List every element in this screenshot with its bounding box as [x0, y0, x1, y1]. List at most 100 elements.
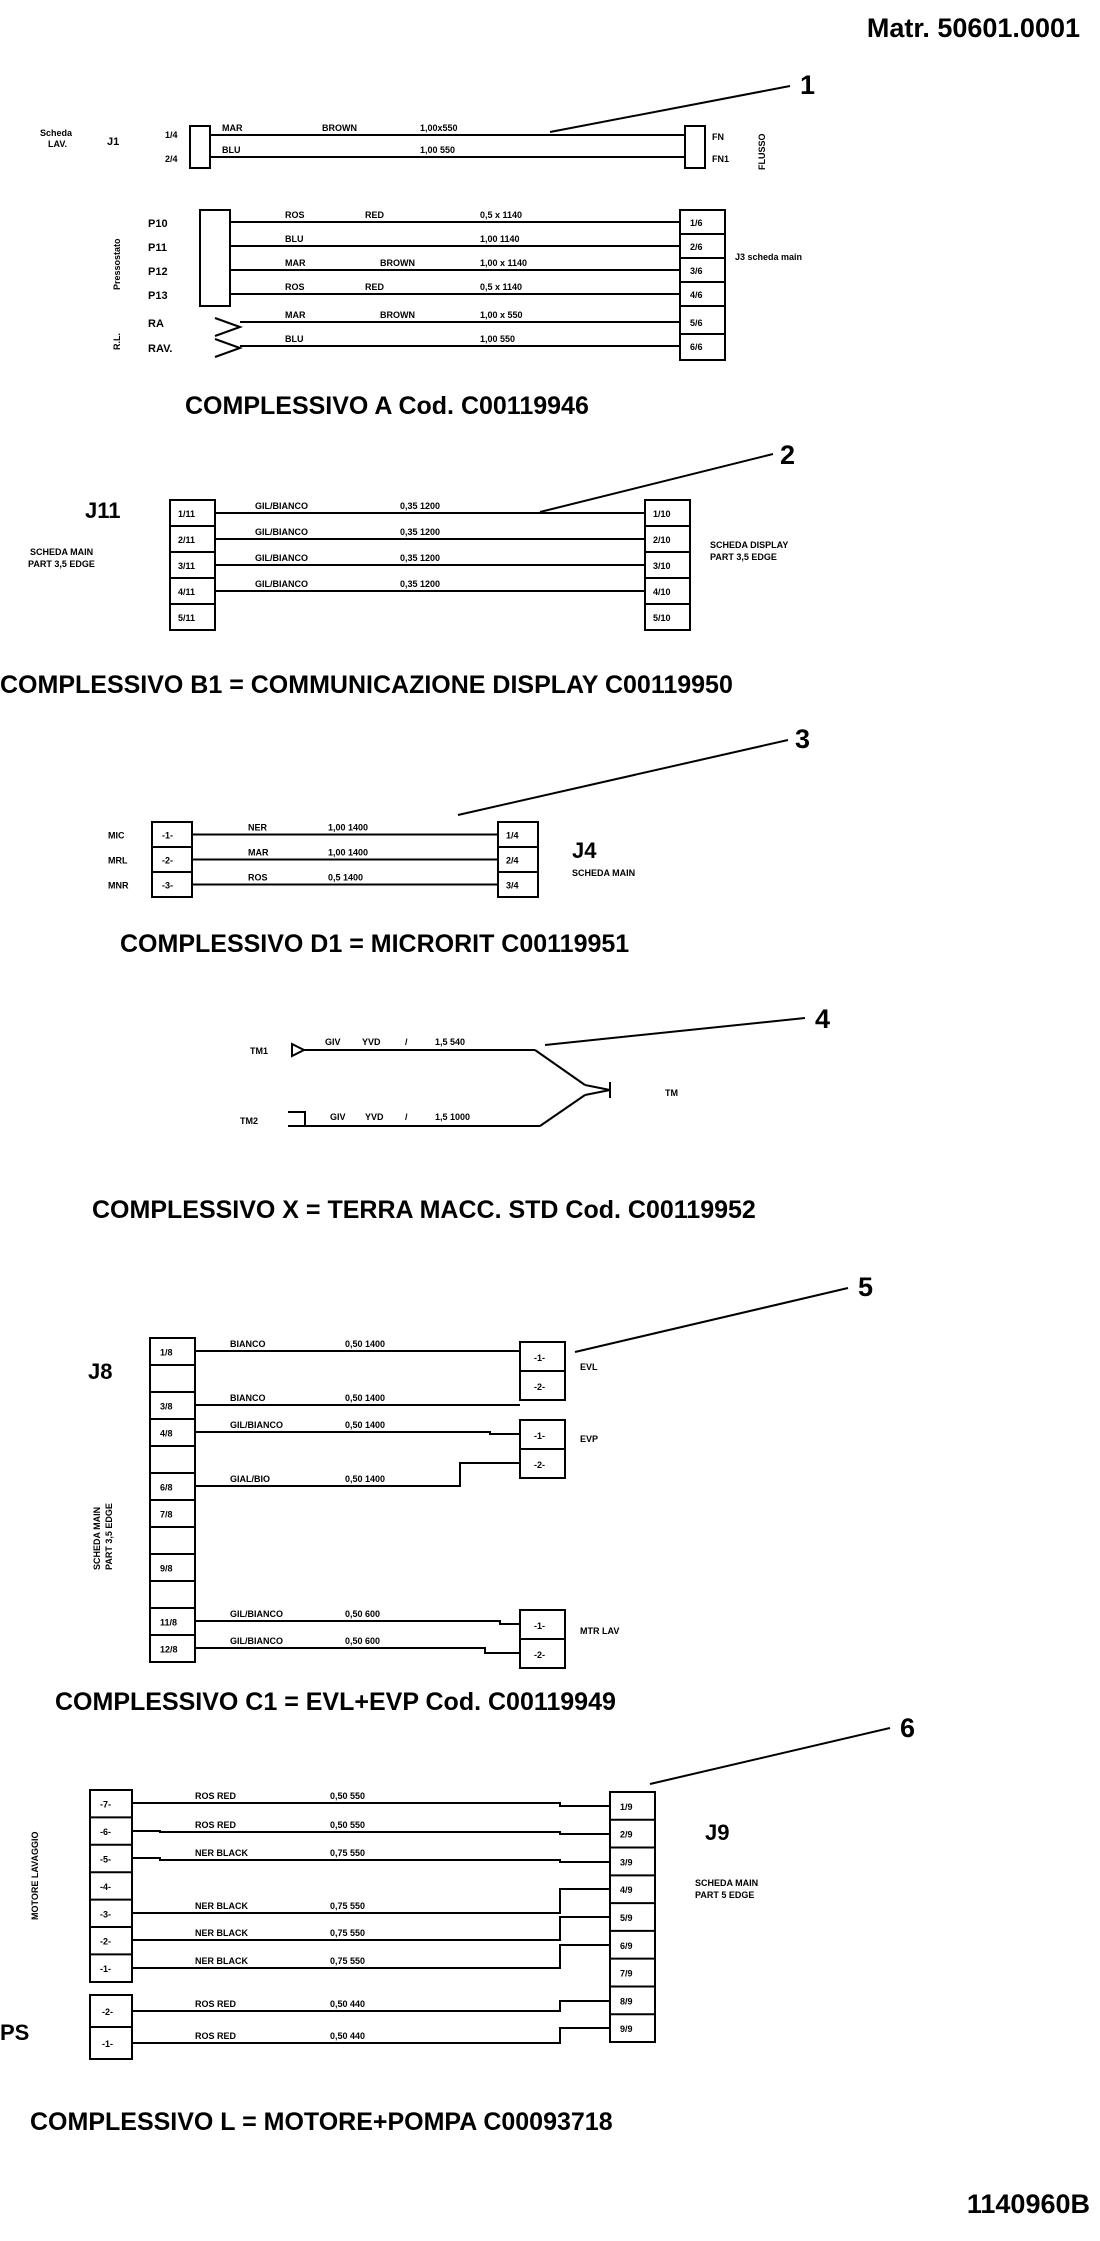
pin-right-4: 4/9 [620, 1885, 633, 1895]
pin-left-4: 4/8 [160, 1429, 173, 1439]
section-x: 4 TM1 GIV YVD / 1,5 540 TM2 GIV YVD / 1,… [92, 1004, 830, 1224]
motor-pin-5: -3- [100, 1909, 111, 1919]
wire-c1-4-color: GIAL/BIO [230, 1474, 270, 1484]
relay-terminal-2 [214, 338, 243, 358]
document-code: 1140960B [967, 2189, 1090, 2219]
pin-left-5: RA [148, 318, 164, 330]
wire-d1-3-color: ROS [248, 873, 268, 883]
wire-c1-5 [195, 1620, 520, 1625]
callout-line-1 [549, 85, 791, 133]
serial-number: Matr. 50601.0001 [867, 13, 1080, 43]
left-label-2: PART 3,5 EDGE [28, 559, 95, 569]
wire-d1-2-color: MAR [248, 848, 269, 858]
wire-a-5-color2: BROWN [380, 258, 415, 268]
wire-a-2-color: BLU [222, 145, 241, 155]
top-pin-left-1: 1/4 [165, 130, 178, 140]
pin-right-5: 5/6 [690, 318, 703, 328]
pin-right-1: 1/10 [653, 509, 671, 519]
callout-line-5 [574, 1287, 849, 1353]
wire-l-3-color: NER BLACK [195, 1848, 248, 1858]
pin-left-2: 2/11 [178, 535, 195, 545]
wire-c1-6-spec: 0,50 600 [345, 1636, 380, 1646]
wire-l-3 [132, 1857, 610, 1863]
pin-left-symbol-3: -3- [162, 881, 173, 891]
wire-b1-4-spec: 0,35 1200 [400, 579, 440, 589]
pin-right-3: 3/4 [506, 881, 519, 891]
wire-l-1-color: ROS RED [195, 1791, 237, 1801]
pin-right-9: 9/9 [620, 2024, 633, 2034]
pin-right-6: 6/9 [620, 1941, 633, 1951]
wire-l-8 [132, 2027, 610, 2044]
callout-line-6 [649, 1727, 891, 1785]
wire-l-4-color: NER BLACK [195, 1901, 248, 1911]
pin-right-1: 1/6 [690, 218, 703, 228]
wire-c1-2-spec: 0,50 1400 [345, 1393, 385, 1403]
wire-a-3-color2: RED [365, 210, 385, 220]
terminal-tm2 [288, 1111, 306, 1127]
relay-terminal-1 [214, 317, 243, 337]
wire-d1-1-spec: 1,00 1400 [328, 823, 368, 833]
wire-l-6-color: NER BLACK [195, 1956, 248, 1966]
caption-x: COMPLESSIVO X = TERRA MACC. STD Cod. C00… [92, 1196, 756, 1224]
wire-b1-1-color: GIL/BIANCO [255, 501, 308, 511]
pin-left-4: 4/11 [178, 587, 195, 597]
wire-a-5-color: MAR [285, 258, 306, 268]
wire-a-7-color2: BROWN [380, 310, 415, 320]
motor-pin-6: -2- [100, 1937, 111, 1947]
wire-a-1-color: MAR [222, 123, 243, 133]
plug-top-left [189, 125, 211, 169]
connector-j9: J9 [705, 1820, 729, 1845]
wire-b1-2-color: GIL/BIANCO [255, 527, 308, 537]
wire-l-8-color: ROS RED [195, 2031, 237, 2041]
pin-left-label-1: MIC [108, 831, 125, 841]
wire-b1-3-spec: 0,35 1200 [400, 553, 440, 563]
pin-left-6: 6/8 [160, 1483, 173, 1493]
component-evl-pin2: -2- [534, 1382, 545, 1392]
motor-pin-3: -5- [100, 1855, 111, 1865]
pin-left-9: 9/8 [160, 1564, 173, 1574]
wire-b1-1-spec: 0,35 1200 [400, 501, 440, 511]
wire-x-2-c2: YVD [365, 1112, 384, 1122]
pin-right-3: 3/9 [620, 1857, 633, 1867]
section-b1: 2 J11 SCHEDA MAIN PART 3,5 EDGE SCHEDA D… [0, 440, 795, 699]
wire-l-4-spec: 0,75 550 [330, 1901, 365, 1911]
connector-d1-right [497, 821, 539, 898]
section-l: 6 MOTORE LAVAGGIO PS J9 SCHEDA MAIN PART… [0, 1713, 915, 2136]
caption-c1: COMPLESSIVO C1 = EVL+EVP Cod. C00119949 [55, 1688, 616, 1716]
wire-c1-2-color: BIANCO [230, 1393, 266, 1403]
right-label: J3 scheda main [735, 252, 802, 262]
section-a: 1 Scheda LAV. J1 1/4 2/4 MAR BROWN 1,00x… [40, 70, 815, 420]
pin-left-11: 11/8 [160, 1618, 177, 1628]
wire-c1-3 [195, 1431, 520, 1435]
pin-right-3: 3/10 [653, 561, 671, 571]
wire-x-1-spec: 1,5 540 [435, 1037, 465, 1047]
callout-number-4: 4 [815, 1004, 830, 1034]
wire-x-1-c2: YVD [362, 1037, 381, 1047]
caption-b1: COMPLESSIVO B1 = COMMUNICAZIONE DISPLAY … [0, 671, 733, 699]
wire-l-6-spec: 0,75 550 [330, 1956, 365, 1966]
callout-line-2 [539, 453, 774, 513]
wire-x-1b [534, 1049, 586, 1086]
pin-left-1: 1/8 [160, 1348, 173, 1358]
section-c1: 5 J8 SCHEDA MAIN PART 3,5 EDGE 1/83/84/8… [55, 1272, 873, 1716]
wire-c1-5-color: GIL/BIANCO [230, 1609, 283, 1619]
wire-l-1 [132, 1802, 610, 1807]
wire-l-7 [132, 2000, 610, 2012]
pin-left-12: 12/8 [160, 1645, 178, 1655]
callout-number-6: 6 [900, 1713, 915, 1743]
wire-l-5-color: NER BLACK [195, 1928, 248, 1938]
pin-right-2: 2/6 [690, 242, 703, 252]
connector-j8: J8 [88, 1359, 112, 1384]
motor-pin-7: -1- [100, 1964, 111, 1974]
callout-line-4 [544, 1017, 806, 1046]
top-pin-right-2: FN1 [712, 154, 729, 164]
ps-pin-2: -1- [102, 2039, 113, 2049]
callout-number-2: 2 [780, 440, 795, 470]
component-mtr-lav-pin1: -1- [534, 1621, 545, 1631]
pin-left-3: 3/11 [178, 561, 195, 571]
pin-right-4: 4/10 [653, 587, 671, 597]
evp-label: EVP [580, 1434, 598, 1444]
pin-right-5: 5/10 [653, 613, 671, 623]
wire-l-8-spec: 0,50 440 [330, 2031, 365, 2041]
